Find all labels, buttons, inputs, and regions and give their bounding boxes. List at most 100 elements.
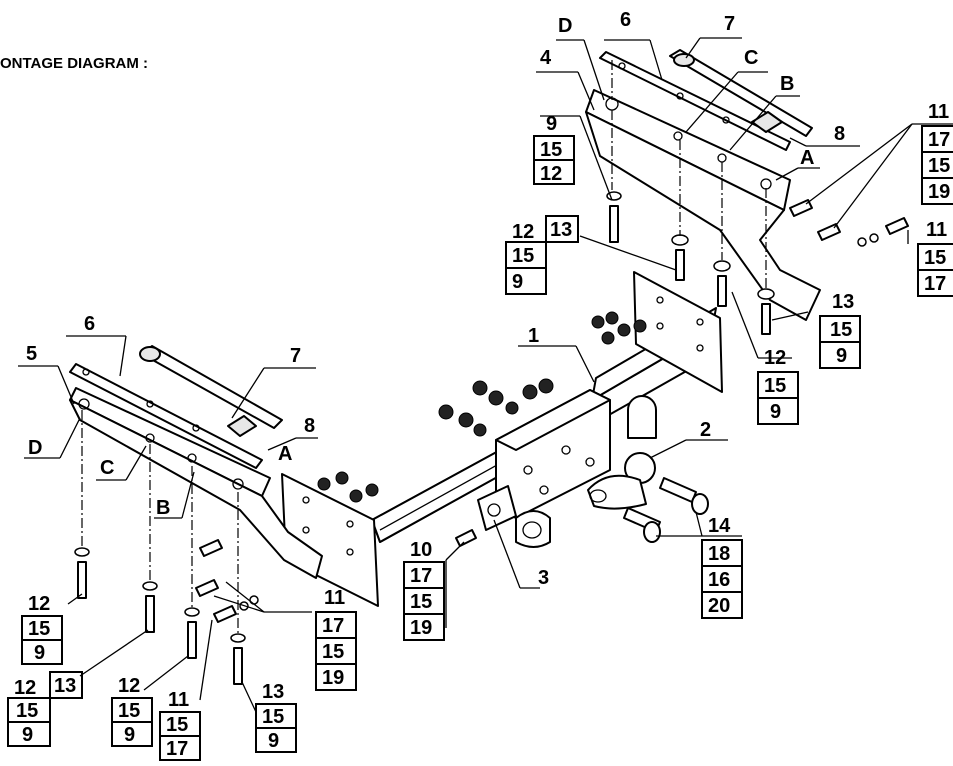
label-stack-12-bottom: 12 15 9	[111, 675, 153, 747]
left-side-bolts	[195, 539, 259, 623]
svg-text:15: 15	[262, 706, 284, 728]
left-centerlines	[81, 410, 239, 634]
label-stack-12-13-right: 12 13 15 9	[505, 215, 579, 295]
label-stack-11-bottom: 11 15 17	[159, 689, 201, 761]
svg-text:13: 13	[54, 675, 76, 697]
label-stack-9-15-12: 9 15 12	[533, 113, 575, 185]
label-point-d-left: D	[28, 437, 42, 459]
label-stack-12-right-lower: 12 15 9	[757, 347, 799, 425]
svg-text:11: 11	[324, 587, 345, 609]
svg-text:13: 13	[832, 291, 854, 313]
svg-text:9: 9	[268, 730, 279, 752]
label-part-7-right: 7	[724, 13, 735, 35]
label-point-a-right: A	[800, 147, 814, 169]
label-part-6-left: 6	[84, 313, 95, 335]
left-bolt-stacks	[74, 547, 246, 685]
left-side-bracket	[69, 387, 323, 579]
svg-text:9: 9	[22, 724, 33, 746]
svg-text:15: 15	[16, 700, 38, 722]
svg-text:15: 15	[512, 245, 534, 267]
right-side-bolts	[789, 199, 909, 247]
label-stack-far-right-mid: 11 15 17	[917, 219, 953, 297]
label-point-a-left: A	[278, 443, 292, 465]
svg-text:11: 11	[168, 689, 189, 711]
leader-lines	[18, 37, 953, 713]
svg-text:19: 19	[410, 617, 432, 639]
label-part-3: 3	[538, 567, 549, 589]
label-part-5: 5	[26, 343, 37, 365]
label-point-c-left: C	[100, 457, 114, 479]
svg-text:12: 12	[28, 593, 50, 615]
svg-text:12: 12	[512, 221, 534, 243]
svg-text:10: 10	[410, 539, 432, 561]
right-centerlines	[611, 60, 767, 288]
svg-text:15: 15	[928, 155, 950, 177]
label-point-c-right: C	[744, 47, 758, 69]
label-part-7-left: 7	[290, 345, 301, 367]
label-part-6-right: 6	[620, 9, 631, 31]
svg-text:20: 20	[708, 595, 730, 617]
svg-text:14: 14	[708, 515, 731, 537]
tow-ball-bolts	[623, 477, 709, 543]
right-beam-plate	[633, 271, 723, 393]
label-part-8-left: 8	[304, 415, 315, 437]
svg-text:17: 17	[322, 615, 344, 637]
label-stack-13-bottom: 13 15 9	[255, 681, 297, 753]
label-point-d-right: D	[558, 15, 572, 37]
svg-text:19: 19	[322, 667, 344, 689]
svg-text:15: 15	[540, 139, 562, 161]
svg-text:12: 12	[764, 347, 786, 369]
label-stack-14: 14 18 16 20	[701, 515, 743, 619]
svg-text:15: 15	[322, 641, 344, 663]
svg-text:11: 11	[926, 219, 947, 241]
svg-text:18: 18	[708, 543, 730, 565]
svg-text:16: 16	[708, 569, 730, 591]
beam-nuts	[317, 311, 647, 503]
label-point-b-left: B	[156, 497, 170, 519]
svg-text:9: 9	[770, 401, 781, 423]
svg-text:15: 15	[410, 591, 432, 613]
svg-text:15: 15	[764, 375, 786, 397]
svg-text:11: 11	[928, 101, 949, 123]
svg-text:9: 9	[512, 271, 523, 293]
label-part-4: 4	[540, 47, 552, 69]
svg-text:15: 15	[924, 247, 946, 269]
svg-text:9: 9	[546, 113, 557, 135]
label-stack-12-13-left: 12 13 15 9	[7, 671, 83, 747]
label-stack-far-right-top: 11 17 15 19	[921, 101, 953, 205]
label-stack-10: 10 17 15 19	[403, 539, 445, 641]
svg-text:17: 17	[928, 129, 950, 151]
svg-text:9: 9	[34, 642, 45, 664]
svg-text:17: 17	[924, 273, 946, 295]
svg-text:15: 15	[118, 700, 140, 722]
label-stack-11-left: 11 17 15 19	[315, 587, 357, 691]
right-strip	[599, 51, 791, 151]
svg-text:17: 17	[166, 738, 188, 760]
left-bar	[139, 345, 283, 437]
right-side-bracket	[585, 89, 821, 321]
tow-ball	[587, 395, 657, 510]
diagram-title: ONTAGE DIAGRAM :	[0, 55, 148, 72]
socket-bolt	[455, 529, 477, 547]
left-strip	[69, 363, 263, 469]
svg-text:13: 13	[262, 681, 284, 703]
socket-plate	[477, 485, 551, 548]
ball-mount-block	[495, 389, 611, 519]
right-bar	[669, 49, 813, 137]
label-part-2: 2	[700, 419, 711, 441]
svg-text:15: 15	[166, 714, 188, 736]
svg-text:12: 12	[540, 163, 562, 185]
label-part-8-right: 8	[834, 123, 845, 145]
svg-text:12: 12	[14, 677, 36, 699]
label-part-1: 1	[528, 325, 539, 347]
svg-text:9: 9	[836, 345, 847, 367]
label-stack-12-left: 12 15 9	[21, 593, 63, 665]
svg-text:15: 15	[28, 618, 50, 640]
svg-text:17: 17	[410, 565, 432, 587]
svg-text:9: 9	[124, 724, 135, 746]
label-stack-13-right: 13 15 9	[819, 291, 861, 369]
label-point-b-right: B	[780, 73, 794, 95]
right-bolt-stacks	[606, 191, 775, 335]
svg-text:15: 15	[830, 319, 852, 341]
